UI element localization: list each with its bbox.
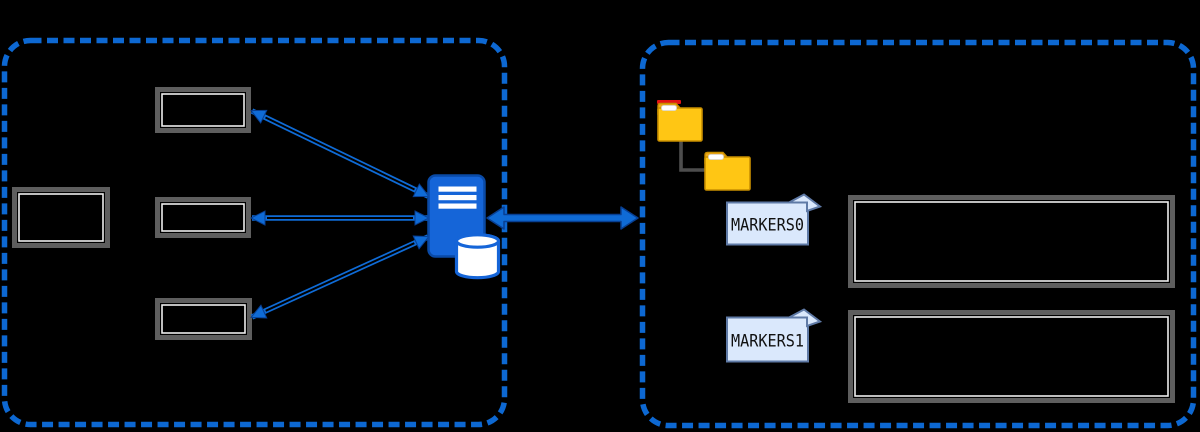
edge-server-top-box	[250, 108, 430, 199]
right-dashed-container	[639, 39, 1197, 429]
markers0-label: MARKERS0	[731, 216, 804, 236]
note-fold-icon	[788, 193, 823, 213]
markers1-card: MARKERS1	[726, 308, 823, 363]
markers1-label: MARKERS1	[731, 332, 804, 352]
folder-icon-parent	[657, 100, 703, 142]
server-database-icon	[427, 174, 501, 280]
left-dashed-container	[1, 37, 508, 428]
markers0-card: MARKERS0	[726, 193, 823, 246]
folder-icon-child	[704, 151, 751, 191]
edge-server-bottom-box	[250, 234, 430, 320]
container-link-arrow	[486, 206, 639, 230]
middle-box	[155, 197, 251, 238]
database-cylinder-icon	[454, 233, 501, 280]
server-bar-1	[438, 186, 477, 192]
left-box	[12, 187, 110, 248]
detail-box-1	[848, 310, 1175, 403]
folder-tree-connector	[679, 141, 705, 172]
note-fold-icon	[788, 308, 823, 328]
bottom-box	[155, 298, 252, 340]
top-box	[155, 87, 251, 133]
server-bar-3	[438, 203, 477, 209]
detail-box-0	[848, 195, 1175, 288]
server-bar-2	[438, 195, 477, 201]
